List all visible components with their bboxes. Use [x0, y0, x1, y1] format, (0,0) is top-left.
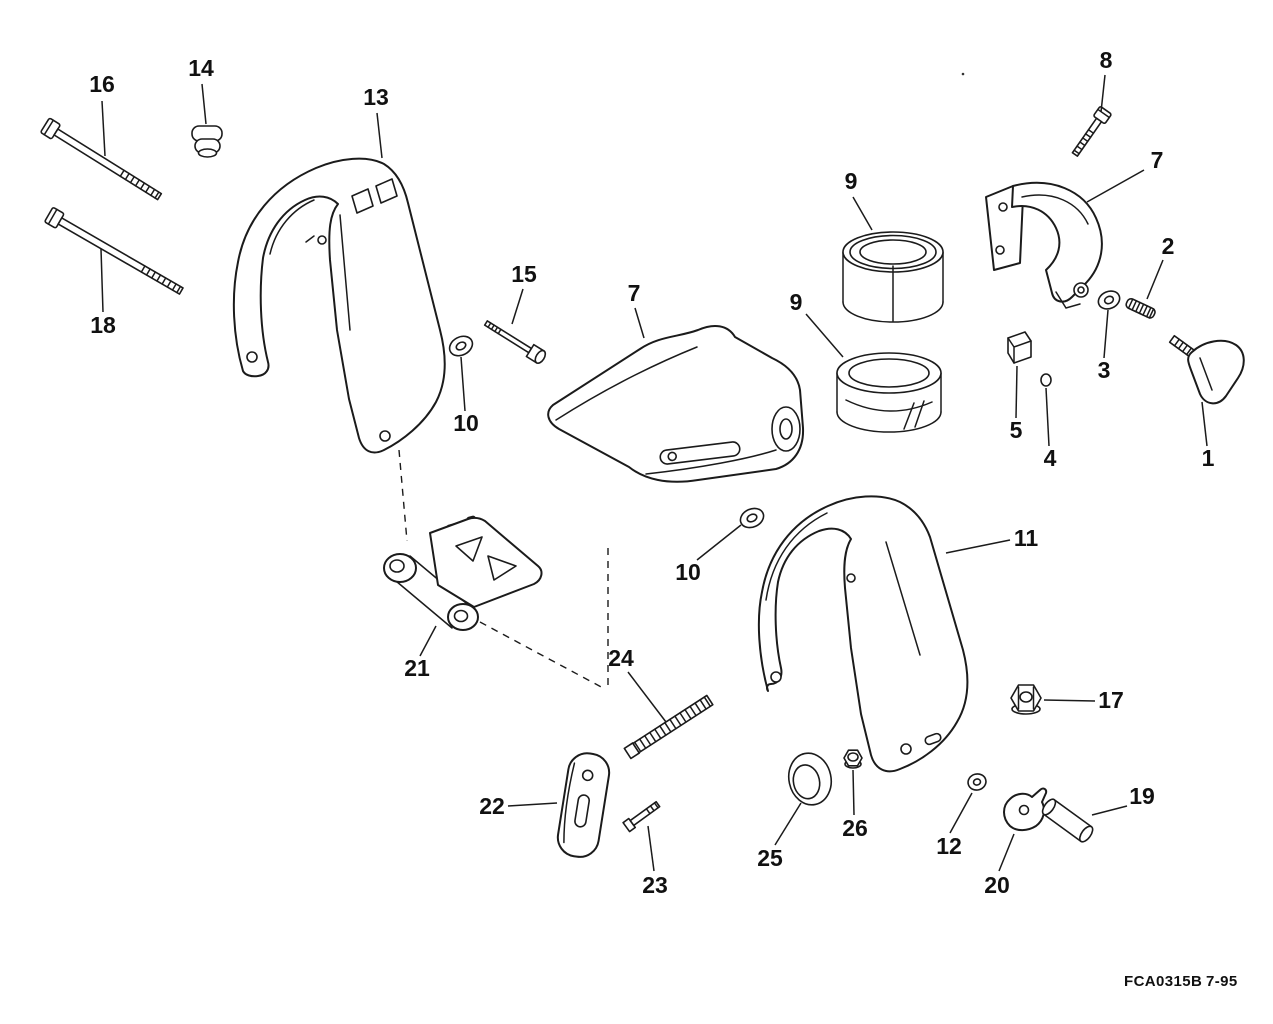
part-24-threaded-stud — [623, 694, 714, 760]
callout-19: 19 — [1091, 783, 1155, 816]
callout-10-upper: 10 — [453, 356, 479, 436]
callout-4: 4 — [1044, 387, 1057, 471]
callout-11-label: 11 — [1014, 525, 1039, 551]
callout-11: 11 — [945, 525, 1039, 554]
callout-25: 25 — [757, 802, 802, 871]
part-8-bolt — [1071, 106, 1112, 157]
callout-4-label: 4 — [1044, 445, 1057, 471]
callout-20: 20 — [984, 833, 1015, 898]
callout-23-label: 23 — [642, 872, 668, 898]
part-1-wing-screw — [1168, 334, 1245, 405]
callout-22: 22 — [479, 793, 558, 819]
part-9-bushing-lower — [836, 352, 942, 433]
callout-12-label: 12 — [936, 833, 962, 859]
callout-15: 15 — [511, 261, 537, 325]
part-12-washer — [967, 773, 987, 791]
callout-19-label: 19 — [1129, 783, 1155, 809]
part-25-cap — [787, 752, 833, 806]
callout-13: 13 — [363, 84, 389, 159]
callout-16-label: 16 — [89, 71, 115, 97]
part-7-swivel-bracket — [547, 324, 805, 483]
part-20-pawl — [1003, 787, 1048, 832]
drawing-date-code: 7-95 — [1206, 973, 1238, 990]
callouts: 16 14 13 8 7 9 2 15 — [89, 47, 1214, 898]
callout-2: 2 — [1146, 233, 1175, 300]
callout-24: 24 — [608, 645, 667, 723]
part-10-washer-lower — [739, 507, 765, 529]
callout-22-label: 22 — [479, 793, 505, 819]
callout-7-clamp-label: 7 — [1151, 147, 1164, 173]
callout-5: 5 — [1010, 365, 1023, 443]
callout-25-label: 25 — [757, 845, 783, 871]
callout-7-clamp: 7 — [1086, 147, 1164, 203]
callout-9-lower: 9 — [790, 289, 844, 358]
callout-9-lower-label: 9 — [790, 289, 803, 315]
callout-16: 16 — [89, 71, 115, 157]
callout-2-label: 2 — [1162, 233, 1175, 259]
callout-3-label: 3 — [1098, 357, 1111, 383]
part-3-washer — [1097, 290, 1121, 310]
part-14-mount — [191, 125, 223, 158]
alignment-dashed-lines — [398, 449, 609, 690]
part-21-tilt-link — [383, 515, 543, 631]
callout-21: 21 — [404, 625, 437, 681]
callout-13-label: 13 — [363, 84, 389, 110]
callout-10-upper-label: 10 — [453, 410, 479, 436]
callout-1: 1 — [1201, 401, 1215, 471]
part-4-o-ring — [1040, 373, 1052, 387]
callout-14: 14 — [188, 55, 214, 125]
part-23-pin — [622, 800, 661, 833]
callout-3: 3 — [1098, 309, 1111, 383]
callout-14-label: 14 — [188, 55, 214, 81]
part-26-nut — [843, 749, 863, 769]
callout-18: 18 — [90, 248, 116, 338]
callout-12: 12 — [936, 792, 973, 859]
footer: FCA0315B 7-95 — [1124, 973, 1238, 990]
part-11-stern-bracket-right — [757, 495, 969, 773]
callout-20-label: 20 — [984, 872, 1010, 898]
part-18-bolt — [44, 207, 184, 295]
part-19-pin — [1041, 798, 1094, 843]
part-5-clip — [1007, 331, 1032, 364]
callout-21-label: 21 — [404, 655, 430, 681]
callout-15-label: 15 — [511, 261, 537, 287]
callout-26: 26 — [842, 769, 868, 841]
callout-9-upper: 9 — [845, 168, 873, 231]
part-2-spring — [1125, 297, 1156, 319]
callout-1-label: 1 — [1202, 445, 1215, 471]
callout-9-upper-label: 9 — [845, 168, 858, 194]
callout-5-label: 5 — [1010, 417, 1023, 443]
part-13-stern-bracket-left — [232, 157, 446, 454]
callout-17-label: 17 — [1098, 687, 1124, 713]
part-15-screw — [483, 320, 547, 365]
print-speck — [961, 72, 965, 76]
callout-18-label: 18 — [90, 312, 116, 338]
callout-17: 17 — [1043, 687, 1124, 713]
callout-7-swivel-label: 7 — [628, 280, 641, 306]
callout-7-swivel: 7 — [628, 280, 645, 339]
drawing-part-code: FCA0315B — [1124, 973, 1202, 990]
callout-8: 8 — [1100, 47, 1113, 113]
part-16-bolt — [40, 117, 163, 201]
part-10-washer-upper — [448, 335, 474, 357]
part-9-bushing-upper — [842, 231, 944, 323]
callout-10-lower-label: 10 — [675, 559, 701, 585]
callout-8-label: 8 — [1100, 47, 1113, 73]
part-7-clamp-bracket — [985, 181, 1103, 309]
callout-26-label: 26 — [842, 815, 868, 841]
callout-23: 23 — [642, 825, 668, 898]
part-17-flange-nut — [1010, 684, 1042, 715]
callout-10-lower: 10 — [675, 524, 742, 585]
callout-24-label: 24 — [608, 645, 634, 671]
part-22-lever — [556, 752, 611, 858]
